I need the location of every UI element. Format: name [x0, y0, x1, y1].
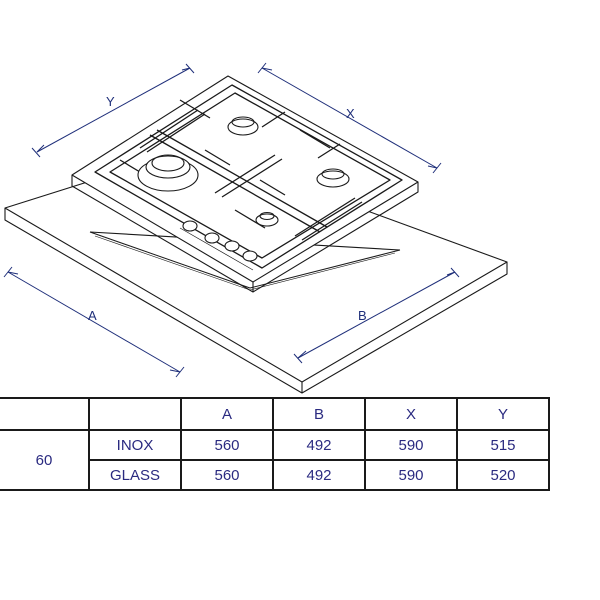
table-cell: 590	[364, 459, 458, 491]
table-cell: 590	[364, 429, 458, 461]
dimension-label-a: A	[88, 308, 97, 323]
table-header-x: X	[364, 397, 458, 431]
table-cell: 520	[456, 459, 550, 491]
table-header-empty	[0, 397, 90, 431]
burner-small	[255, 211, 279, 227]
burner-rear	[227, 116, 259, 136]
dimension-label-b: B	[358, 308, 367, 323]
table-header-row: A B X Y	[0, 397, 550, 431]
burner-large	[137, 154, 199, 192]
dimensions-table: A B X Y 60 INOX 560 492 590 515 GLASS 56…	[0, 397, 550, 491]
control-knobs	[182, 220, 258, 262]
hob-installation-drawing: Y X A B	[3, 62, 508, 394]
table-header-b: B	[272, 397, 366, 431]
table-header-y: Y	[456, 397, 550, 431]
table-material-glass: GLASS	[88, 459, 182, 491]
table-row: 60 INOX 560 492 590 515	[0, 429, 550, 491]
table-header-empty	[88, 397, 182, 431]
table-cell: 560	[180, 459, 274, 491]
dimension-line-b	[293, 267, 460, 364]
dimension-line-x	[257, 62, 442, 174]
table-group-label: 60	[0, 429, 90, 491]
table-cell: 492	[272, 429, 366, 461]
table-cell: 515	[456, 429, 550, 461]
dimension-label-x: X	[346, 106, 355, 121]
dimension-line-y	[31, 63, 195, 158]
table-material-inox: INOX	[88, 429, 182, 461]
table-row: GLASS 560 492 590 520	[0, 459, 550, 491]
table-cell: 560	[180, 429, 274, 461]
dimension-line-a	[3, 266, 185, 378]
table-cell: 492	[272, 459, 366, 491]
dimension-label-y: Y	[106, 94, 115, 109]
burner-right	[316, 168, 350, 188]
hob-body	[71, 75, 419, 293]
table-header-a: A	[180, 397, 274, 431]
